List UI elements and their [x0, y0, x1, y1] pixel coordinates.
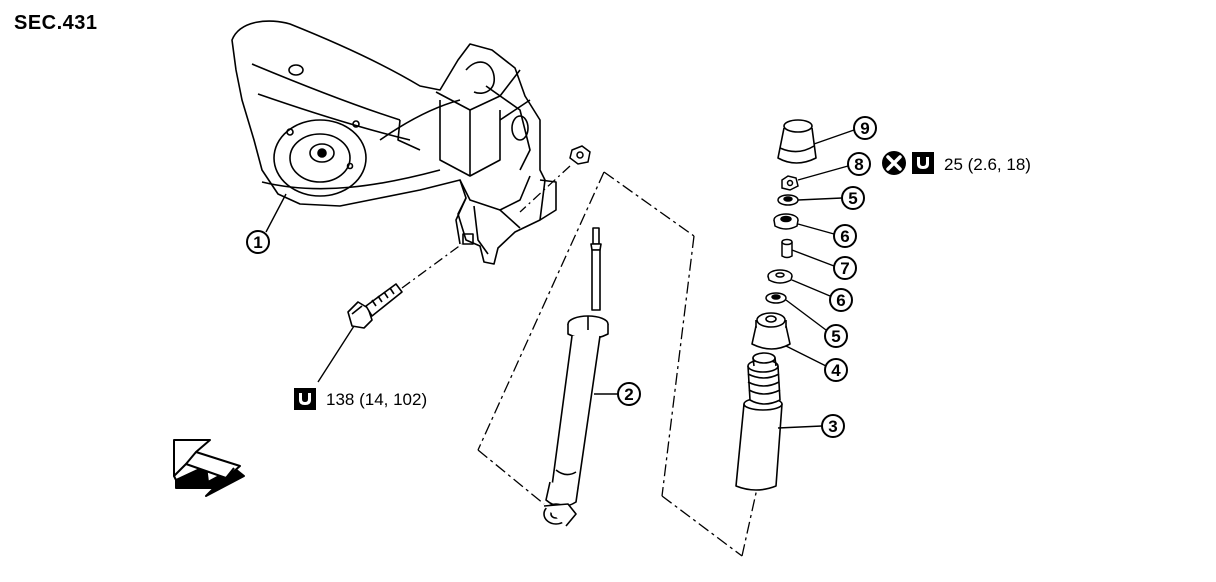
callout-9: 9	[813, 116, 877, 145]
callout-8-number: 8	[854, 155, 863, 174]
bump-stop	[751, 312, 791, 350]
shock-absorber	[543, 227, 609, 527]
dust-boot	[735, 352, 783, 491]
cap	[777, 119, 817, 164]
callout-5-lower: 5	[785, 299, 848, 348]
nut-torque-value: 25 (2.6, 18)	[944, 155, 1031, 174]
callout-3: 3	[777, 414, 845, 438]
callout-3-number: 3	[828, 417, 837, 436]
self-locking-nut	[781, 175, 799, 191]
callout-1: 1	[246, 193, 287, 254]
callout-6-upper-number: 6	[840, 227, 849, 246]
bushing-lower	[767, 269, 793, 284]
callout-7: 7	[791, 249, 857, 280]
bushing-upper	[773, 213, 799, 230]
washer-lower	[765, 292, 787, 304]
section-label: SEC.431	[14, 12, 98, 34]
callout-5-lower-number: 5	[831, 327, 840, 346]
bolt-torque-value: 138 (14, 102)	[326, 390, 427, 409]
callout-5-upper: 5	[797, 186, 865, 210]
mounting-bolt	[347, 283, 403, 329]
torque-wrench-icon	[912, 152, 934, 174]
callout-1-number: 1	[253, 233, 262, 252]
callout-2-number: 2	[624, 385, 633, 404]
callout-4-number: 4	[831, 361, 841, 380]
callout-6-lower-number: 6	[836, 291, 845, 310]
callout-6-lower: 6	[791, 279, 853, 312]
bolt-torque-spec: 138 (14, 102)	[294, 388, 427, 410]
torque-wrench-icon	[294, 388, 316, 410]
collar	[781, 238, 793, 259]
front-direction-arrow-icon	[173, 439, 245, 497]
callout-4: 4	[785, 345, 848, 382]
bolt-centerline	[401, 243, 463, 289]
callout-8: 8	[797, 152, 871, 181]
do-not-reuse-icon	[882, 151, 906, 175]
suspension-member	[231, 20, 557, 265]
callout-6-upper: 6	[797, 223, 857, 248]
callout-5-upper-number: 5	[848, 189, 857, 208]
callout-9-number: 9	[860, 119, 869, 138]
bolt-leader-line	[317, 325, 355, 383]
washer-upper	[777, 194, 799, 206]
nut-torque-spec: 25 (2.6, 18)	[882, 151, 1031, 175]
bracket-nut	[569, 145, 591, 165]
shock-phantom-outline	[477, 171, 759, 557]
callout-7-number: 7	[840, 259, 849, 278]
callout-2: 2	[594, 382, 641, 406]
